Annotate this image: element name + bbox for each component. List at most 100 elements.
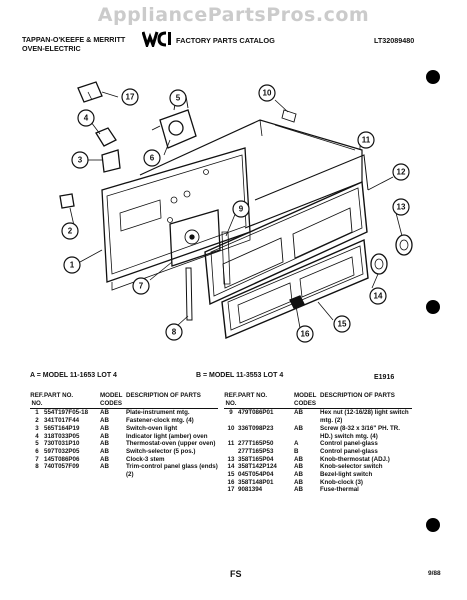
model-cell: AB [100, 455, 109, 463]
model-cell: AB [294, 486, 303, 494]
ref-cell: 5 [35, 440, 39, 448]
desc-cell: Fastener-clock mtg. (4) [126, 417, 194, 425]
table-header: REF. NO. PART NO. MODEL CODES DESCRIPTIO… [224, 392, 412, 410]
part-cell: 341T017F44 [44, 417, 80, 425]
ref-cell: 1 [35, 409, 39, 417]
catalog-number: LT32089480 [374, 36, 415, 45]
part-cell: 597T032P05 [44, 447, 80, 455]
part-cell: 045T054P04 [238, 471, 274, 479]
binder-hole-middle [426, 300, 440, 314]
model-cell: AB [100, 440, 109, 448]
ref-cell: 10 [227, 424, 235, 432]
part-cell: 9081394 [238, 486, 263, 494]
diagram-code: E1916 [374, 374, 395, 381]
callout-12-label: 12 [397, 168, 406, 177]
brand-line-1: TAPPAN-O'KEEFE & MERRITT [22, 35, 126, 44]
header-ref: REF. NO. [224, 392, 238, 407]
callout-12 [392, 163, 410, 181]
revision-date: 9/88 [428, 570, 441, 577]
brand-line-2: OVEN-ELECTRIC [22, 44, 81, 53]
desc-cell: Knob-thermostat (ADJ.) [320, 455, 390, 463]
brand-header: TAPPAN-O'KEEFE & MERRITT OVEN-ELECTRIC [22, 35, 125, 53]
header-desc: DESCRIPTION OF PARTS [126, 392, 201, 399]
header-model: MODEL CODES [294, 392, 317, 407]
part-cell: 730T031P10 [44, 440, 80, 448]
callout-11 [357, 131, 375, 149]
parts-table-left: REF. NO. PART NO. MODEL CODES DESCRIPTIO… [30, 392, 218, 479]
model-a-label: A = MODEL 11-1653 LOT 4 [30, 372, 117, 379]
desc-cell: Switch-oven light [126, 424, 178, 432]
part-cell: 358T165P04 [238, 455, 274, 463]
callout-5-label: 5 [176, 94, 181, 103]
header-model: MODEL CODES [100, 392, 123, 407]
header-part: PART NO. [44, 392, 74, 399]
page-label: FS [230, 569, 242, 579]
wci-logo [142, 30, 172, 47]
part-cell: 740T057F09 [44, 463, 80, 471]
callout-3 [71, 151, 89, 169]
catalog-title: FACTORY PARTS CATALOG [176, 36, 275, 45]
ref-cell: 16 [227, 478, 235, 486]
ref-cell [224, 448, 238, 456]
watermark: AppliancePartsPros.com [97, 4, 370, 26]
ref-cell: 4 [35, 432, 39, 440]
callout-5 [169, 89, 187, 107]
callout-14 [369, 287, 387, 305]
ref-cell: 9 [229, 409, 233, 417]
part-cell: 554T197F05-18 [44, 409, 89, 417]
part-cell: 565T164P19 [44, 424, 80, 432]
callout-13-label: 13 [397, 203, 406, 212]
callout-2-label: 2 [68, 227, 73, 236]
model-cell: AB [294, 424, 303, 432]
callout-17-label: 17 [126, 93, 135, 102]
callout-16 [296, 325, 314, 343]
ref-cell: 2 [35, 417, 39, 425]
desc-cell: Bezel-light switch [320, 471, 373, 479]
part-cell: 479T086P01 [238, 409, 274, 417]
model-cell: AB [100, 432, 109, 440]
callout-15-label: 15 [338, 320, 347, 329]
callout-15 [333, 315, 351, 333]
model-cell: AB [294, 409, 303, 417]
desc-cell: Switch-selector (5 pos.) [126, 447, 196, 455]
header-part: PART NO. [238, 392, 268, 399]
callout-14-label: 14 [374, 292, 383, 301]
model-cell: A [294, 440, 299, 448]
model-cell: AB [294, 463, 303, 471]
header-desc: DESCRIPTION OF PARTS [320, 392, 395, 399]
part-cell: 277T165P53 [238, 447, 274, 455]
model-b-label: B = MODEL 11-3553 LOT 4 [196, 372, 284, 379]
ref-cell: 13 [227, 455, 235, 463]
desc-cell: Plate-instrument mtg. [126, 409, 190, 417]
part-cell: 336T098P23 [238, 424, 274, 432]
desc-cell: Screw (8-32 x 3/16" PH. TR. HD.) switch … [320, 424, 400, 440]
part-cell: 277T165P50 [238, 440, 274, 448]
callout-9 [232, 200, 250, 218]
ref-cell: 14 [227, 463, 235, 471]
part-cell: 358T148P01 [238, 478, 274, 486]
callout-markers [61, 84, 410, 343]
ref-cell: 6 [35, 447, 39, 455]
part-cell: 318T033P05 [44, 432, 80, 440]
desc-cell: Fuse-thermal [320, 486, 359, 494]
model-cell: AB [100, 424, 109, 432]
callout-4-label: 4 [84, 114, 89, 123]
binder-hole-top [426, 70, 440, 84]
desc-cell: Hex nut (12-16/28) light switch mtg. (2) [320, 409, 409, 425]
ref-cell: 7 [35, 455, 39, 463]
part-cell: 358T142P124 [238, 463, 277, 471]
